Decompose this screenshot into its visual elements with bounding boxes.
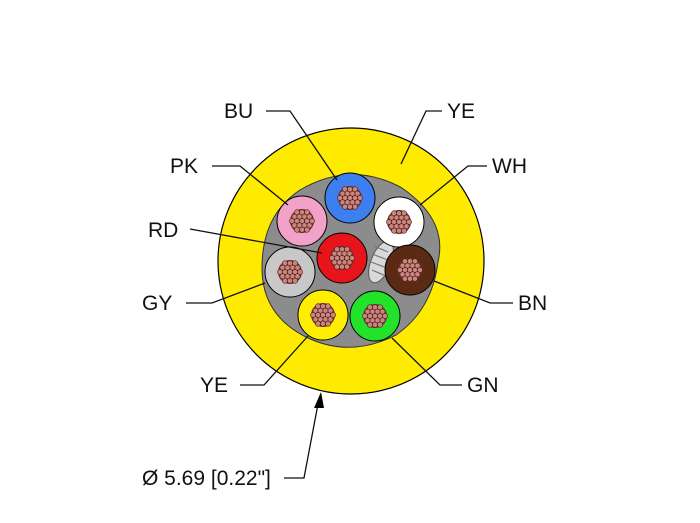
conductor-RD xyxy=(316,232,368,284)
conductor-YE xyxy=(297,289,349,341)
conductor-strand xyxy=(315,320,321,327)
conductor-strand xyxy=(347,203,353,210)
conductor-strand xyxy=(372,321,378,328)
conductor-strand xyxy=(406,219,412,225)
diameter-arrowhead xyxy=(314,392,324,408)
leader-diameter xyxy=(284,403,319,479)
conductor-strand xyxy=(412,258,418,265)
conductor-strand xyxy=(327,316,334,323)
label-RD: RD xyxy=(148,219,178,242)
conductor-PK xyxy=(276,195,328,247)
label-BN: BN xyxy=(518,292,547,315)
leader-YE-bottom xyxy=(240,335,309,386)
conductor-strand xyxy=(287,277,293,284)
leader-RD xyxy=(189,228,323,254)
label-YE-top: YE xyxy=(447,100,475,123)
conductor-strand xyxy=(304,226,310,233)
conductor-strand xyxy=(414,262,421,269)
conductor-strand xyxy=(344,263,350,270)
conductor-strand xyxy=(377,304,383,311)
conductor-strand xyxy=(282,277,288,284)
conductor-strand xyxy=(412,275,418,282)
conductor-strand xyxy=(325,303,331,310)
conductor-strand xyxy=(354,190,361,197)
conductor-strand xyxy=(294,226,300,233)
leader-lines xyxy=(186,110,513,479)
conductor-BU xyxy=(324,172,376,224)
conductor-strand xyxy=(349,255,355,261)
leader-GY xyxy=(186,282,266,304)
leader-PK xyxy=(212,165,289,206)
conductor-strand xyxy=(367,321,373,328)
conductor-strand xyxy=(354,199,361,206)
conductor-strand xyxy=(346,250,353,257)
conductor-strand xyxy=(334,263,340,270)
conductor-strand xyxy=(325,320,331,327)
conductor-strand xyxy=(401,227,407,234)
conductor-strand xyxy=(417,267,423,273)
conductor-strand xyxy=(327,307,334,314)
label-GY: GY xyxy=(142,292,172,315)
conductor-strand xyxy=(346,259,353,266)
conductor-strand xyxy=(344,246,350,253)
conductor-strand xyxy=(294,264,301,271)
conductor-strand xyxy=(292,260,298,267)
conductor-strand xyxy=(403,223,410,230)
conductor-WH xyxy=(373,196,425,248)
conductor-strand xyxy=(306,213,313,220)
conductor-strand xyxy=(377,321,383,328)
conductor-strand xyxy=(414,271,421,278)
conductor-strand xyxy=(306,222,313,229)
conductor-BN xyxy=(384,244,436,296)
diameter-label: Ø 5.69 [0.22"] xyxy=(142,467,271,490)
leader-GN xyxy=(391,337,462,386)
conductor-strand xyxy=(342,203,348,210)
conductor-GN xyxy=(349,290,401,342)
conductor-strand xyxy=(304,209,310,216)
conductor-strand xyxy=(352,203,358,210)
conductor-strand xyxy=(391,227,397,234)
conductor-strand xyxy=(294,273,301,280)
conductor-strand xyxy=(396,227,402,234)
leader-BN xyxy=(433,280,513,304)
leader-YE-top xyxy=(400,110,442,165)
conductor-strand xyxy=(379,308,386,315)
label-WH: WH xyxy=(492,155,527,178)
conductor-strand xyxy=(309,218,315,224)
conductor-strand xyxy=(339,263,345,270)
conductor-strand xyxy=(299,226,305,233)
conductor-strand xyxy=(330,312,336,318)
conductor-strand xyxy=(402,275,408,282)
label-BU: BU xyxy=(224,100,253,123)
conductor-strand xyxy=(379,317,386,324)
conductor-strand xyxy=(407,275,413,282)
conductor-strand xyxy=(352,186,358,193)
conductor-strand xyxy=(292,277,298,284)
conductor-strand xyxy=(297,269,303,275)
conductor-strand xyxy=(382,313,388,319)
conductor-strand xyxy=(401,210,407,217)
conductor-GY xyxy=(264,246,316,298)
label-YE-bottom: YE xyxy=(200,374,228,397)
label-PK: PK xyxy=(170,155,198,178)
leader-BU xyxy=(266,110,338,181)
conductor-strand xyxy=(357,195,363,201)
label-GN: GN xyxy=(467,374,499,397)
conductor-strand xyxy=(403,214,410,221)
leader-WH xyxy=(419,165,487,206)
conductor-strand xyxy=(320,320,326,327)
